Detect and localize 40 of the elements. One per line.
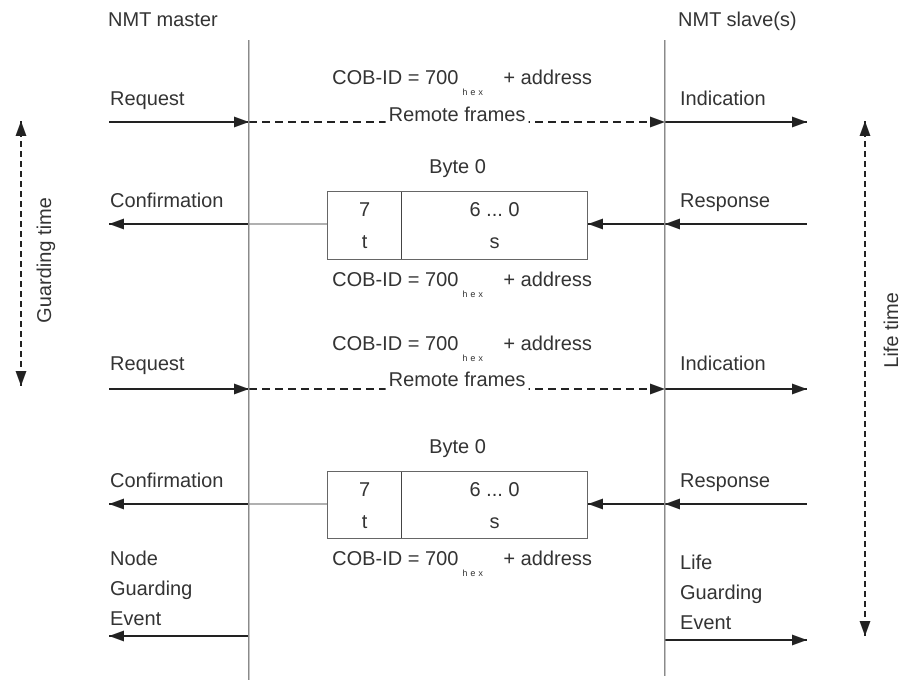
arrow (665, 498, 807, 510)
arrow (109, 630, 249, 642)
bit-value: t (360, 230, 368, 254)
edge-label: Request (110, 87, 184, 112)
connector-line (249, 223, 327, 225)
edge-label: Node Guarding Event (110, 547, 194, 632)
edge-label: Request (110, 352, 184, 377)
arrow (109, 498, 249, 510)
arrow (109, 384, 249, 394)
bit-value: s (488, 510, 500, 534)
bit-value: s (488, 230, 500, 254)
arrow (665, 384, 807, 394)
edge-label: Confirmation (110, 469, 224, 494)
time-label: Life time (880, 292, 902, 368)
arrow (665, 634, 807, 646)
arrow (665, 218, 807, 230)
bit-number: 6 ... 0 (468, 478, 521, 502)
bit-number: 6 ... 0 (468, 198, 521, 222)
bit-value: t (360, 510, 368, 534)
arrow (665, 116, 807, 128)
bit-number: 7 (358, 198, 372, 222)
arrow (109, 218, 249, 230)
edge-label: Confirmation (110, 189, 224, 214)
edge-label: Indication (680, 87, 766, 112)
arrow (588, 218, 665, 230)
time-label: Guarding time (33, 197, 57, 323)
connector-line (249, 503, 327, 505)
byte-label: Byte 0 (429, 435, 486, 459)
byte-label: Byte 0 (429, 155, 486, 179)
edge-label: Response (680, 469, 770, 494)
message-frame (327, 191, 588, 260)
arrow (588, 498, 665, 510)
lifeline-heading: NMT slave(s) (678, 8, 797, 32)
edge-label: Indication (680, 352, 766, 377)
lifeline-heading: NMT master (108, 8, 218, 32)
edge-label: Response (680, 189, 770, 214)
bit-number: 7 (358, 478, 372, 502)
message-frame (327, 471, 588, 539)
arrow (109, 116, 249, 128)
edge-label: Life Guarding Event (680, 551, 764, 636)
